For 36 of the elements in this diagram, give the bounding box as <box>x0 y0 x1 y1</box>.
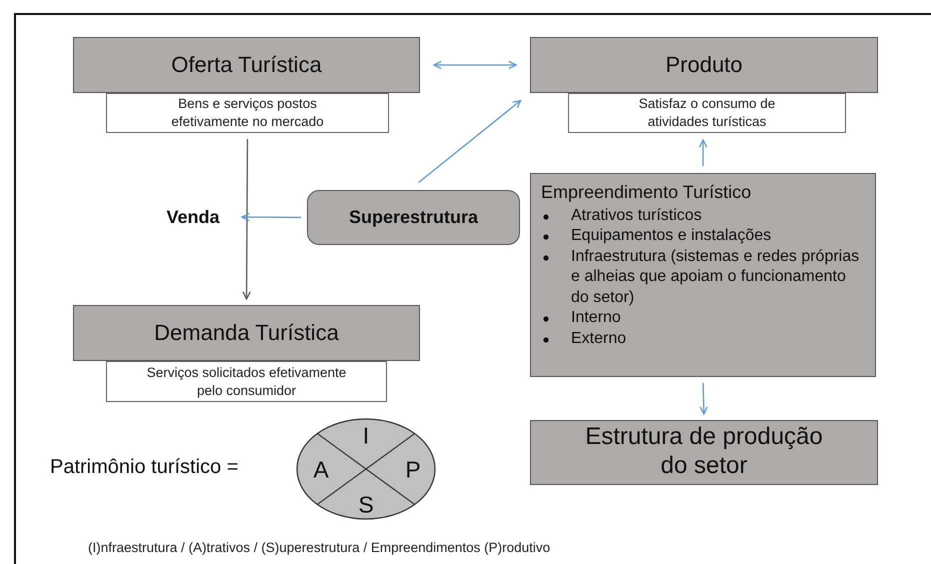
arrow <box>698 139 708 166</box>
list-box <box>530 173 876 377</box>
box-title: Oferta Turística <box>171 52 322 78</box>
bullet-item: Interno <box>571 309 621 326</box>
circle-letter: S <box>358 494 374 516</box>
box-title: Empreendimento Turístico <box>541 182 752 204</box>
box-title: Estrutura de produção do setor <box>584 423 824 481</box>
box-title: Superestrutura <box>348 207 478 228</box>
concept-box <box>530 420 878 485</box>
box-title: Demanda Turística <box>154 320 339 346</box>
description-text: Satisfaz o consumo de atividades turísticas <box>638 95 776 131</box>
flow-label: Venda <box>166 206 220 228</box>
arrow <box>241 212 301 222</box>
circle-letter: A <box>313 458 329 482</box>
description-box <box>106 93 389 133</box>
description-box <box>568 93 846 133</box>
box-title: Produto <box>665 52 743 78</box>
bullet-item: Equipamentos e instalações <box>571 227 772 244</box>
circle-letter: P <box>405 458 421 482</box>
description-text: Bens e serviços postos efetivamente no mercado <box>170 95 325 131</box>
circle-letter: I <box>362 424 370 448</box>
arrow <box>433 60 517 70</box>
arrow <box>699 382 708 415</box>
arrow <box>242 139 251 300</box>
description-box <box>106 361 387 402</box>
concept-box <box>73 37 420 93</box>
concept-box <box>73 305 420 361</box>
bullet-item: Atrativos turísticos <box>571 206 702 224</box>
rounded-box <box>307 190 520 245</box>
footnote-text: (I)nfraestrutura / (A)trativos / (S)uperestrutura / Empreendimentos (P)rodutivo <box>88 540 550 555</box>
concept-box <box>530 37 878 93</box>
description-text: Serviços solicitados efetivamente pelo consumidor <box>146 364 348 400</box>
bullet-item: Infraestrutura (sistemas e redes próprias e alheias que apoiam o funcionamento do setor) <box>571 248 860 306</box>
arrow <box>418 100 522 183</box>
formula-label: Patrimônio turístico = <box>50 456 238 479</box>
bullet-item: Externo <box>571 330 626 347</box>
